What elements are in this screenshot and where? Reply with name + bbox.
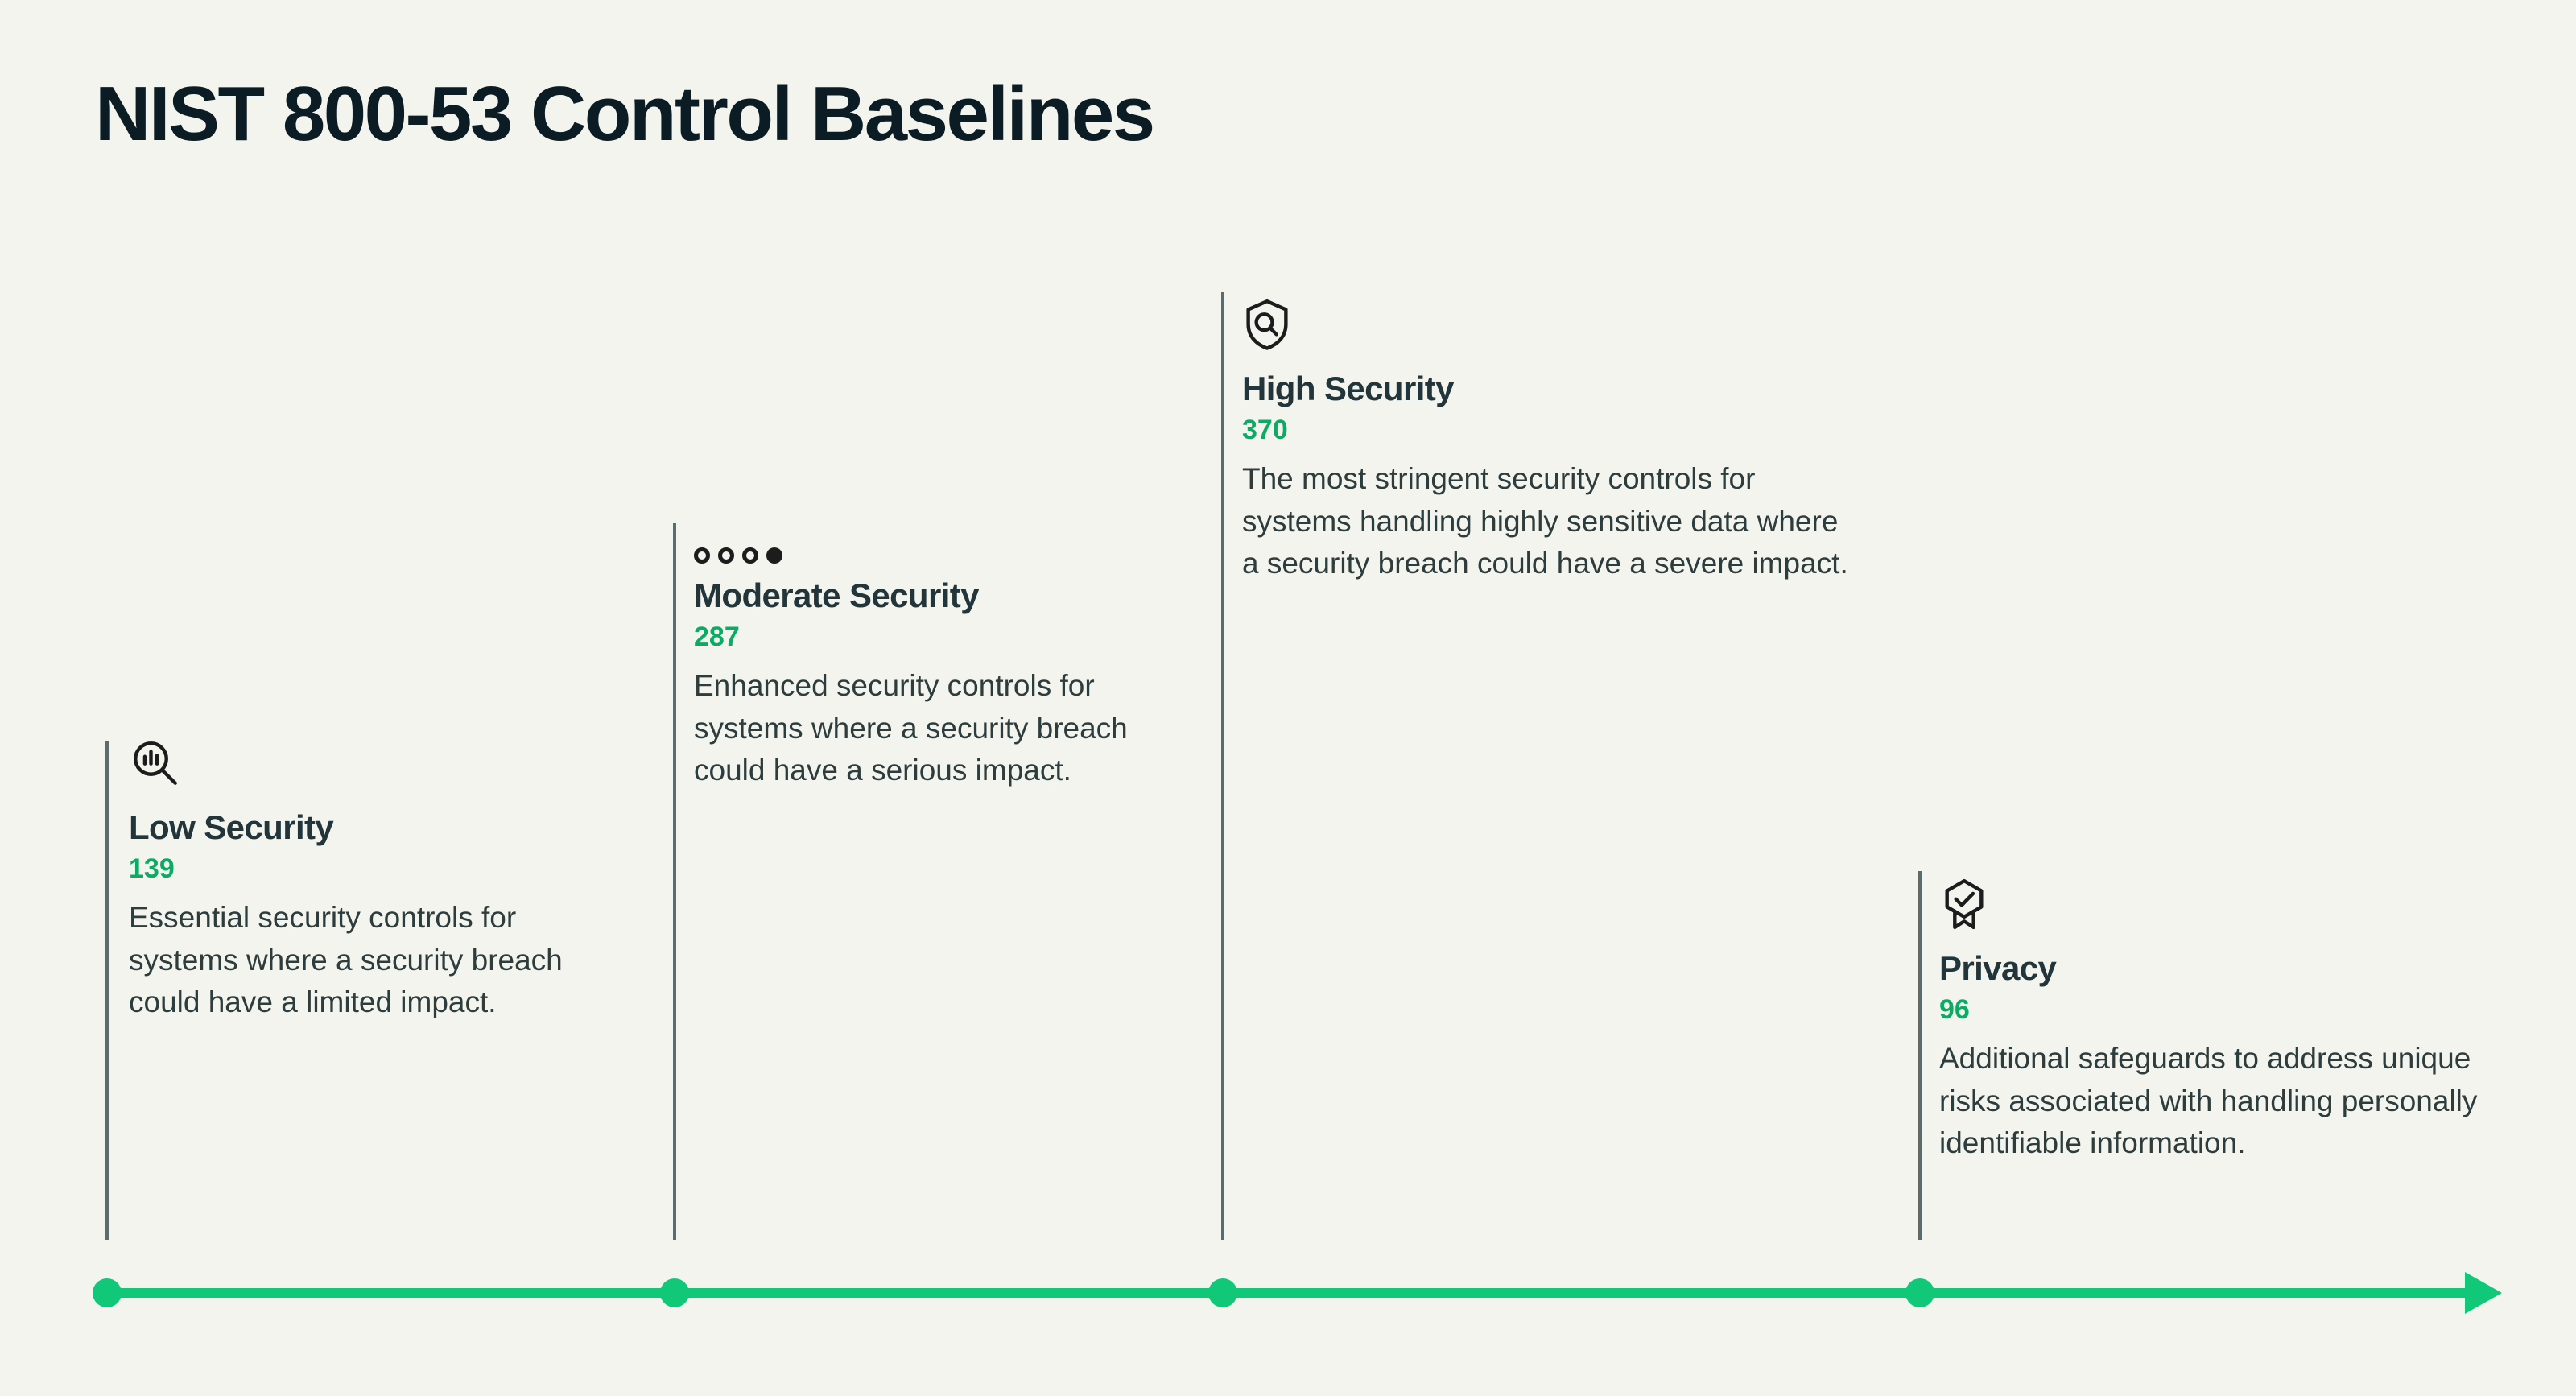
timeline-item-moderate-security[interactable]: Moderate Security 287 Enhanced security … xyxy=(694,519,1161,792)
item-value: 96 xyxy=(1939,994,1970,1026)
dot-solid-4 xyxy=(766,547,782,564)
dot-ring-2 xyxy=(718,547,734,564)
timeline-node-low-security[interactable] xyxy=(93,1278,122,1307)
dot-ring-1 xyxy=(694,547,710,564)
timeline-axis-arrow-icon xyxy=(2465,1272,2502,1314)
item-title: Low Security xyxy=(129,808,334,846)
item-description: The most stringent security controls for… xyxy=(1242,461,1848,580)
timeline-item-high-security[interactable]: High Security 370 The most stringent sec… xyxy=(1242,298,1854,585)
dot-ring-3 xyxy=(742,547,758,564)
connector-stem-privacy xyxy=(1918,871,1922,1240)
item-value: 370 xyxy=(1242,415,1288,446)
magnifier-barchart-icon xyxy=(129,737,580,795)
item-description: Enhanced security controls for systems w… xyxy=(694,668,1128,787)
item-title: Privacy xyxy=(1939,949,2057,987)
shield-magnifier-icon xyxy=(1242,298,1854,356)
timeline-item-low-security[interactable]: Low Security 139 Essential security cont… xyxy=(129,737,580,1024)
timeline-node-privacy[interactable] xyxy=(1905,1278,1934,1307)
four-dots-icon xyxy=(694,519,1161,577)
connector-stem-high-security xyxy=(1221,292,1224,1240)
item-description: Essential security controls for systems … xyxy=(129,900,563,1019)
item-value: 139 xyxy=(129,853,175,885)
badge-check-icon xyxy=(1939,878,2503,935)
timeline-axis-line xyxy=(113,1288,2471,1298)
page-title: NIST 800-53 Control Baselines xyxy=(95,71,1155,157)
item-title: Moderate Security xyxy=(694,576,980,614)
connector-stem-low-security xyxy=(105,741,109,1240)
item-description: Additional safeguards to address unique … xyxy=(1939,1041,2478,1160)
timeline-node-high-security[interactable] xyxy=(1208,1278,1237,1307)
connector-stem-moderate-security xyxy=(673,523,676,1240)
item-value: 287 xyxy=(694,622,740,653)
item-title: High Security xyxy=(1242,370,1455,407)
timeline-node-moderate-security[interactable] xyxy=(660,1278,689,1307)
timeline-item-privacy[interactable]: Privacy 96 Additional safeguards to addr… xyxy=(1939,878,2503,1165)
